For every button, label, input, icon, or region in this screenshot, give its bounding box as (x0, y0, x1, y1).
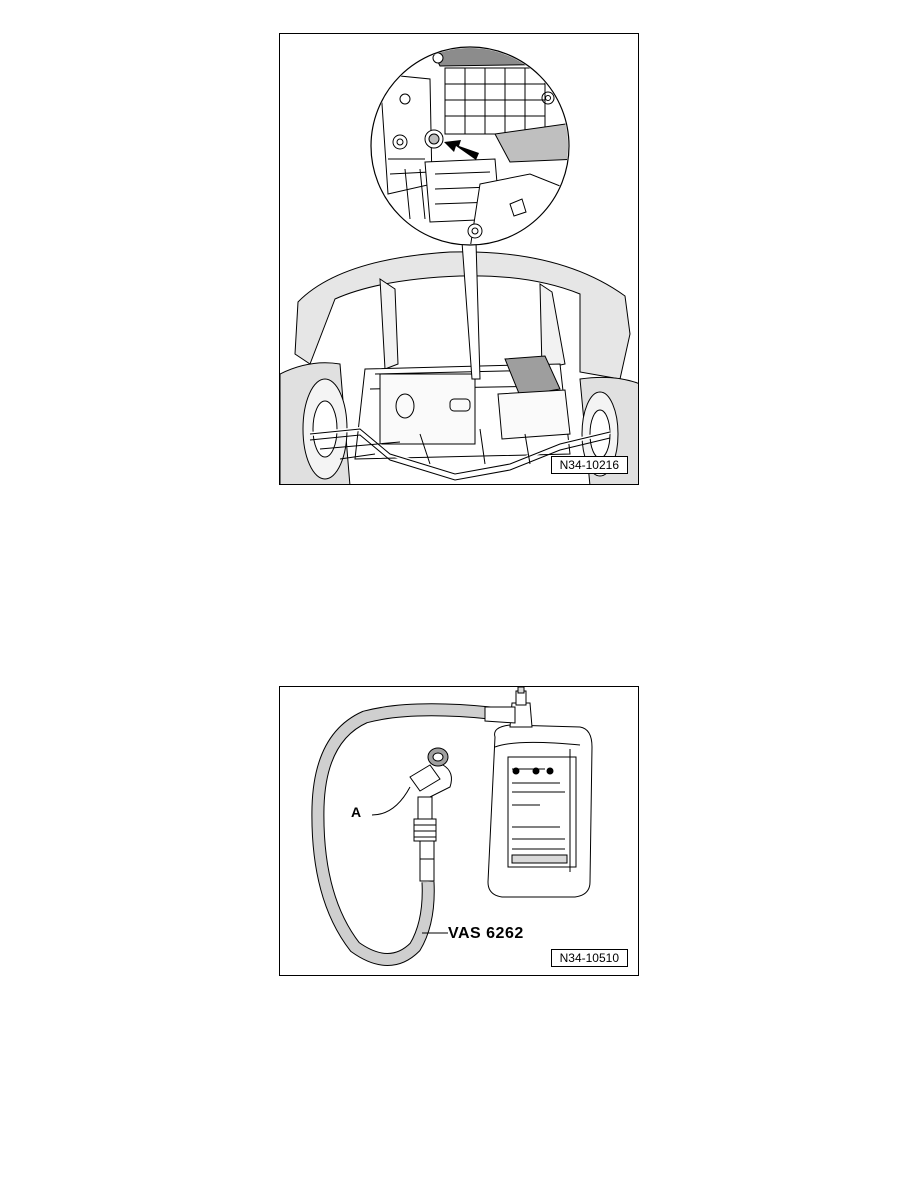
underbody-illustration (280, 46, 638, 484)
callout-a: A (351, 804, 362, 820)
figure-code-label: N34-10510 (550, 949, 628, 967)
figure-underbody-drain-plug: N34-10216 (279, 33, 639, 485)
callout-tool-name: VAS 6262 (448, 925, 524, 942)
figure-code-label: N34-10216 (550, 456, 628, 474)
figure-refill-tool: A VAS 6262 N34-10510 (279, 686, 639, 976)
refill-tool-illustration (311, 687, 593, 966)
